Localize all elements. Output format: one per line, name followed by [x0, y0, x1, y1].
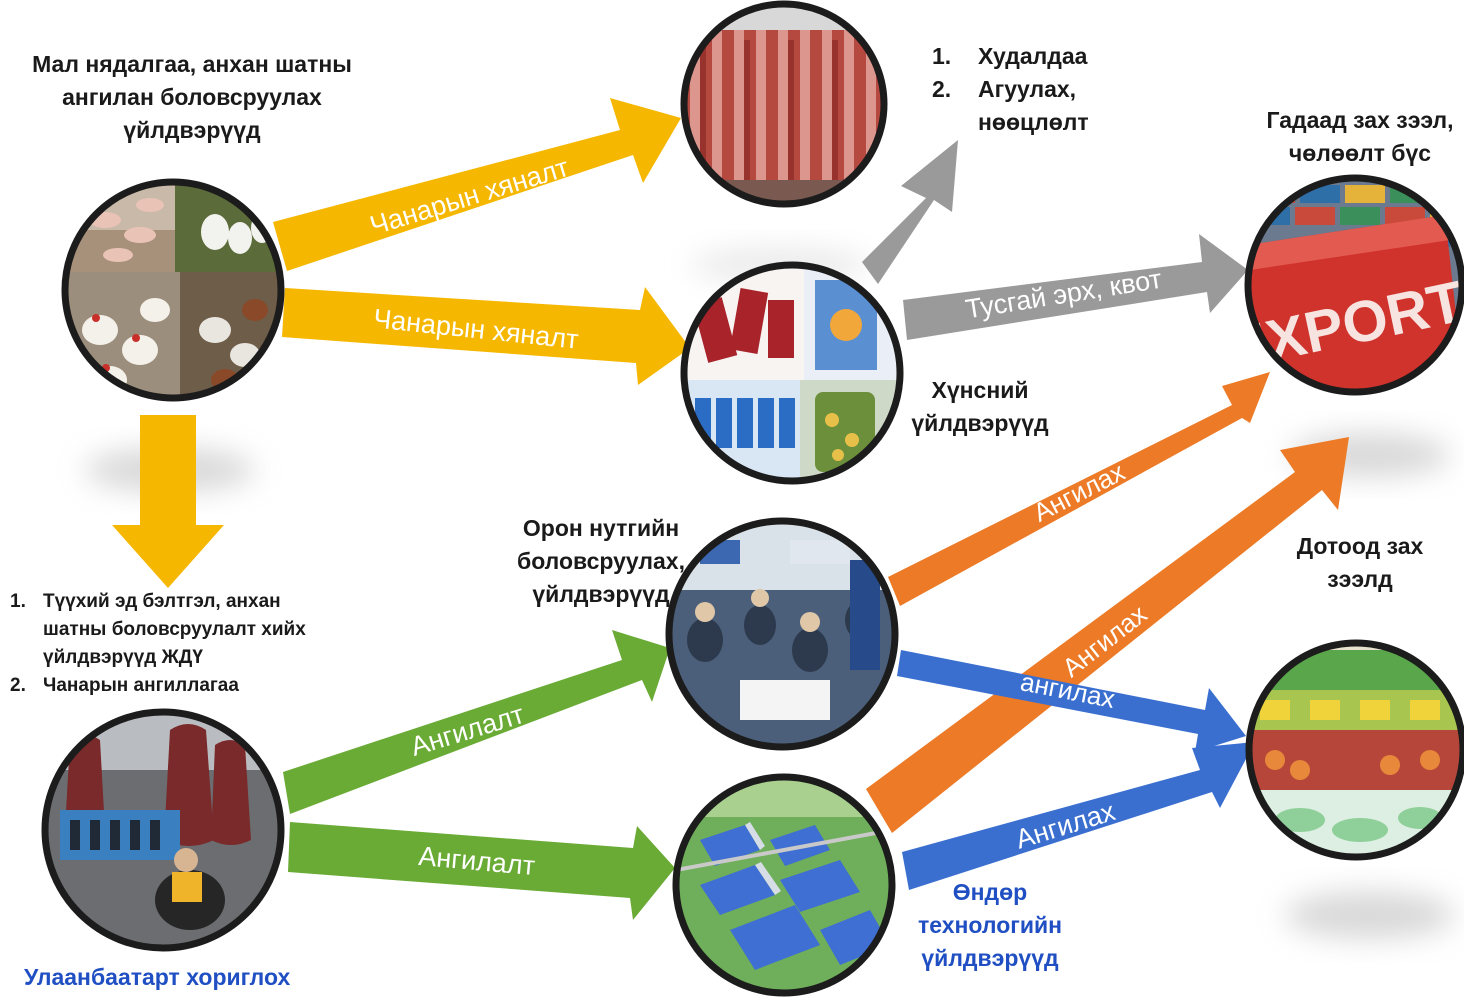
- domestic-market-label: Дотоод зах зээлд: [1296, 533, 1424, 592]
- list-item: 2.Агуулах,: [932, 76, 1077, 102]
- list-item: үйлдвэрүүд ЖДҮ: [43, 647, 203, 668]
- meat-carcasses-photo: [680, 0, 888, 208]
- list-item: 2.Чанарын ангиллагаа: [10, 675, 239, 696]
- local-processing-label: Орон нутгийн боловсруулах, үйлдвэрүүд: [516, 515, 685, 607]
- list-item: 1.Худалдаа: [932, 43, 1088, 69]
- livestock-photo: [61, 178, 285, 402]
- arrow-label: Тусгай эрх, квот: [963, 264, 1163, 325]
- list-item: 1.Түүхий эд бэлтгэл, анхан: [10, 591, 281, 612]
- arrow-quality-control-2: Чанарын хяналт: [282, 287, 690, 385]
- livestock-processing-title: Мал нядалгаа, анхан шатны ангилан боловс…: [32, 51, 352, 143]
- industrial-park-photo: [672, 773, 896, 997]
- list-item: шатны боловсруулалт хийх: [43, 619, 306, 640]
- arrow-license-quota: Тусгай эрх, квот: [903, 234, 1248, 340]
- arrow-grading-to-park: Ангилалт: [288, 822, 675, 920]
- arrow-grading-to-workshop: Ангилалт: [283, 630, 670, 814]
- export-containers-photo: EXPORT: [1244, 174, 1464, 396]
- list-item: нөөцлөлт: [978, 109, 1089, 135]
- trade-storage-list: 1.Худалдаа 2.Агуулах, нөөцлөлт: [932, 40, 1089, 139]
- foreign-market-label: Гадаад зах зээл, чөлөөлт бүс: [1266, 107, 1454, 166]
- arrow-down-to-raw: [112, 415, 224, 588]
- tannery-photo: [41, 708, 285, 952]
- raw-material-list: 1.Түүхий эд бэлтгэл, анхан шатны боловср…: [10, 588, 306, 700]
- ub-ban-label: Улаанбаатарт хориглох: [24, 964, 291, 990]
- food-products-photo: [680, 261, 904, 485]
- supermarket-photo: [1245, 639, 1464, 861]
- arrow-to-trade: [862, 140, 958, 284]
- food-factories-label: Хүнсний үйлдвэрүүд: [911, 377, 1049, 436]
- arrow-label: Ангилах: [1028, 456, 1129, 527]
- high-tech-label: Өндөр технологийн үйлдвэрүүд: [917, 879, 1063, 971]
- arrow-label: Ангилалт: [407, 699, 527, 762]
- shadow: [1285, 891, 1455, 939]
- arrow-label: Ангилах: [1012, 796, 1119, 855]
